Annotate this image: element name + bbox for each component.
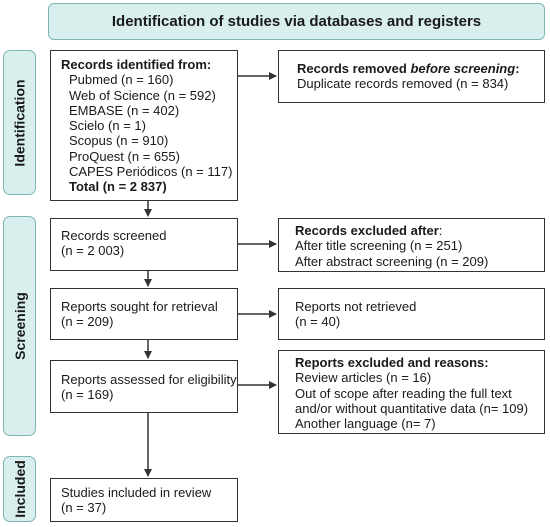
reports-sought-box: Reports sought for retrieval (n = 209) xyxy=(50,288,238,340)
reports-assessed-count: (n = 169) xyxy=(61,387,114,403)
source-web-of-science: Web of Science (n = 592) xyxy=(69,87,216,103)
source-scielo: Scielo (n = 1) xyxy=(69,118,146,134)
records-removed-title: Records removed before screening: xyxy=(297,61,520,76)
source-proquest: ProQuest (n = 655) xyxy=(69,148,180,164)
reports-sought-label: Reports sought for retrieval xyxy=(61,299,218,314)
duplicates-removed: Duplicate records removed (n = 834) xyxy=(297,76,509,92)
reports-assessed-label: Reports assessed for eligibility xyxy=(61,372,237,387)
source-pubmed: Pubmed (n = 160) xyxy=(69,72,174,88)
reports-excluded-title: Reports excluded and reasons: xyxy=(295,355,489,370)
records-removed-box: Records removed before screening: Duplic… xyxy=(278,50,545,103)
header-title: Identification of studies via databases … xyxy=(111,13,482,30)
phase-identification: Identification xyxy=(3,50,36,195)
studies-included-box: Studies included in review (n = 37) xyxy=(50,478,238,522)
records-screened-box: Records screened (n = 2 003) xyxy=(50,218,238,271)
records-excluded-box: Records excluded after: After title scre… xyxy=(278,218,545,272)
reports-excluded-scope-1: Out of scope after reading the full text xyxy=(295,385,512,401)
source-scopus: Scopus (n = 910) xyxy=(69,133,169,149)
reports-not-retrieved-box: Reports not retrieved (n = 40) xyxy=(278,288,545,340)
reports-excluded-review: Review articles (n = 16) xyxy=(295,370,432,386)
records-identified-title: Records identified from: xyxy=(61,57,212,72)
records-excluded-title: Records excluded after: xyxy=(295,223,443,238)
reports-excluded-language: Another language (n= 7) xyxy=(295,416,436,432)
studies-included-count: (n = 37) xyxy=(61,500,107,516)
records-screened-count: (n = 2 003) xyxy=(61,243,125,259)
phase-screening: Screening xyxy=(3,216,36,436)
excluded-abstract-screening: After abstract screening (n = 209) xyxy=(295,253,489,269)
diagram-header: Identification of studies via databases … xyxy=(48,3,545,40)
source-capes: CAPES Periódicos (n = 117) xyxy=(69,164,233,180)
excluded-title-screening: After title screening (n = 251) xyxy=(295,238,463,254)
reports-excluded-box: Reports excluded and reasons: Review art… xyxy=(278,350,545,434)
records-identified-box: Records identified from: Pubmed (n = 160… xyxy=(50,50,238,201)
reports-sought-count: (n = 209) xyxy=(61,314,114,330)
records-identified-total: Total (n = 2 837) xyxy=(69,179,167,195)
phase-included: Included xyxy=(3,456,36,522)
reports-excluded-scope-2: and/or without quantitative data (n= 109… xyxy=(295,400,529,416)
source-embase: EMBASE (n = 402) xyxy=(69,102,180,118)
reports-assessed-box: Reports assessed for eligibility (n = 16… xyxy=(50,360,238,413)
reports-not-retrieved-label: Reports not retrieved xyxy=(295,299,417,314)
studies-included-label: Studies included in review xyxy=(61,485,212,500)
records-screened-label: Records screened xyxy=(61,228,167,243)
reports-not-retrieved-count: (n = 40) xyxy=(295,314,341,330)
